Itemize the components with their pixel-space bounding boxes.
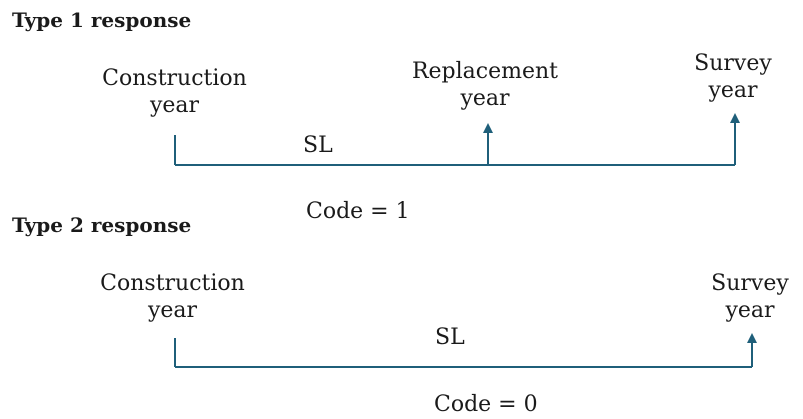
type2-survey-line1: Survey [711, 271, 789, 296]
type1-construction-line2: year [149, 93, 200, 118]
type1-code-label: Code = 1 [306, 199, 410, 224]
type2-construction-line2: year [147, 298, 198, 323]
type2-construction-line1: Construction [100, 271, 245, 296]
type1-construction-year-label: Construction year [92, 65, 257, 119]
type1-timeline [174, 113, 740, 166]
type1-survey-year-label: Survey year [678, 50, 788, 104]
type1-sl-label: SL [303, 133, 333, 158]
type2-heading: Type 2 response [12, 213, 192, 237]
type1-replacement-line2: year [460, 86, 510, 111]
type1-heading: Type 1 response [12, 8, 192, 32]
type2-code-label: Code = 0 [434, 392, 538, 417]
type2-construction-year-label: Construction year [90, 270, 255, 324]
type1-construction-line1: Construction [102, 66, 247, 91]
type1-replacement-line1: Replacement [411, 59, 559, 84]
type2-sl-label: SL [435, 325, 465, 350]
type2-timeline [174, 333, 757, 368]
type1-replacement-year-label: Replacement year [400, 58, 570, 112]
type2-survey-line2: year [725, 298, 775, 323]
type1-survey-line1: Survey [694, 51, 772, 76]
type2-survey-year-label: Survey year [700, 270, 800, 324]
type1-survey-line2: year [708, 78, 758, 103]
